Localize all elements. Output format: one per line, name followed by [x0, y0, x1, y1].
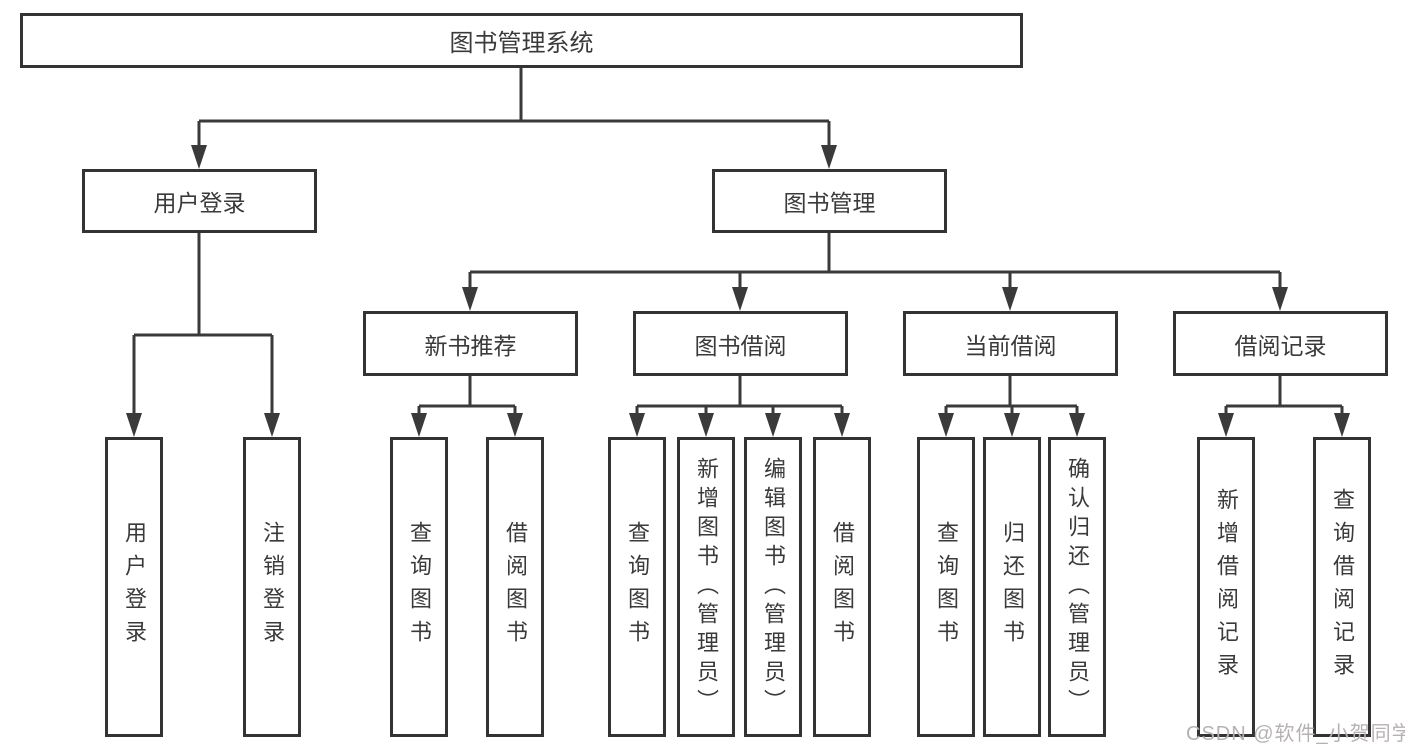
leaf-query-books-borrowing: 查询图书 — [608, 437, 666, 737]
node-user-login: 用户登录 — [82, 169, 317, 233]
leaf-confirm-return-admin: 确认归还（管理员） — [1048, 437, 1106, 737]
node-label: 注销登录 — [260, 521, 285, 653]
leaf-query-borrow-record: 查询借阅记录 — [1313, 437, 1371, 737]
node-label: 借阅图书 — [503, 521, 528, 653]
node-borrowing-records: 借阅记录 — [1173, 311, 1388, 376]
leaf-borrow-books-borrowing: 借阅图书 — [813, 437, 871, 737]
leaf-add-borrow-record: 新增借阅记录 — [1197, 437, 1255, 737]
node-label: 当前借阅 — [964, 332, 1057, 359]
node-label: 编辑图书（管理员） — [761, 456, 786, 718]
node-label: 图书管理系统 — [449, 30, 594, 57]
node-label: 图书借阅 — [694, 332, 787, 359]
node-root-system: 图书管理系统 — [20, 13, 1023, 68]
node-label: 确认归还（管理员） — [1065, 456, 1090, 718]
leaf-user-login: 用户登录 — [105, 437, 163, 737]
leaf-logout: 注销登录 — [243, 437, 301, 737]
node-book-borrowing: 图书借阅 — [633, 311, 848, 376]
node-label: 查询借阅记录 — [1330, 488, 1355, 686]
leaf-add-books-admin: 新增图书（管理员） — [677, 437, 735, 737]
node-label: 新书推荐 — [424, 332, 517, 359]
leaf-query-books-recommend: 查询图书 — [390, 437, 448, 737]
node-label: 查询图书 — [934, 521, 959, 653]
node-label: 查询图书 — [625, 521, 650, 653]
leaf-return-books: 归还图书 — [983, 437, 1041, 737]
node-current-borrowing: 当前借阅 — [903, 311, 1118, 376]
csdn-watermark: CSDN @软件_小贺同学 — [1186, 723, 1405, 745]
node-label: 新增图书（管理员） — [694, 456, 719, 718]
node-label: 用户登录 — [153, 190, 246, 216]
node-book-management: 图书管理 — [712, 169, 947, 233]
node-label: 图书管理 — [783, 190, 876, 216]
node-label: 新增借阅记录 — [1214, 488, 1239, 686]
leaf-borrow-books-recommend: 借阅图书 — [486, 437, 544, 737]
node-new-book-recommendation: 新书推荐 — [363, 311, 578, 376]
node-label: 查询图书 — [407, 521, 432, 653]
node-label: 用户登录 — [122, 521, 147, 653]
node-label: 借阅记录 — [1234, 332, 1327, 359]
leaf-edit-books-admin: 编辑图书（管理员） — [744, 437, 802, 737]
leaf-query-books-current: 查询图书 — [917, 437, 975, 737]
node-label: 借阅图书 — [830, 521, 855, 653]
node-label: 归还图书 — [1000, 521, 1025, 653]
